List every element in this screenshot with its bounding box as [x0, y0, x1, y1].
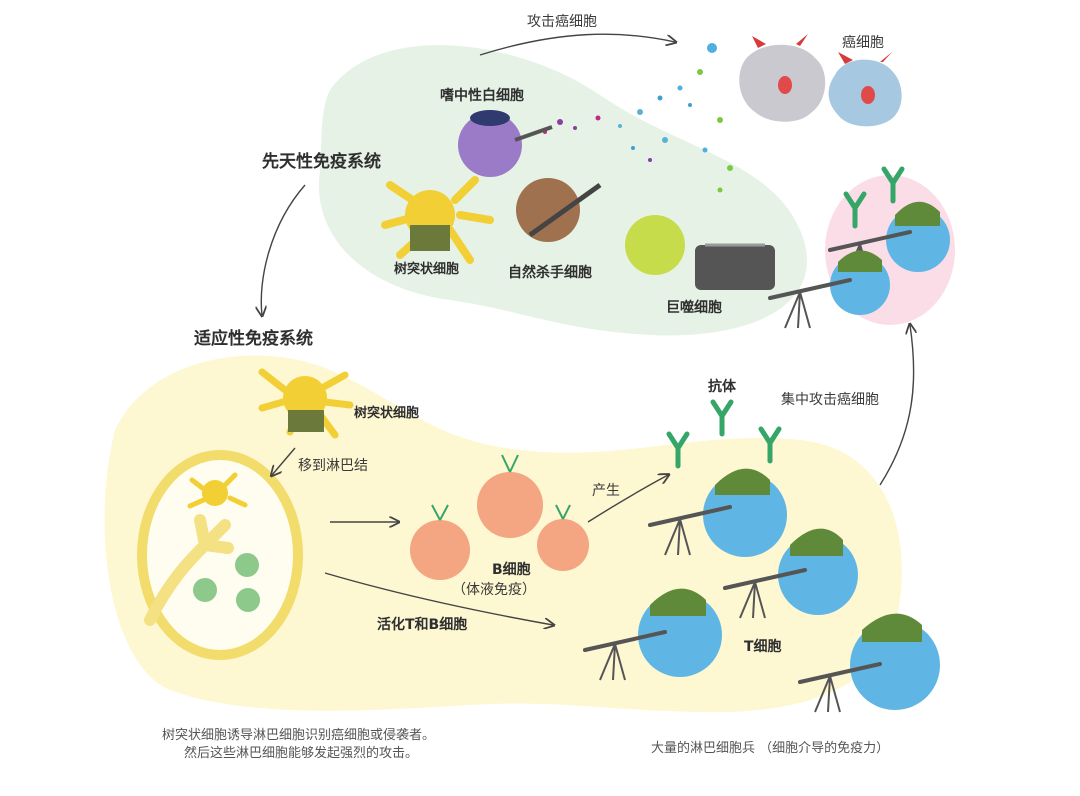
caption-left-line1: 树突状细胞诱导淋巴细胞识别癌细胞或侵袭者。 [162, 727, 435, 743]
label-attack-cancer-cells: 攻击癌细胞 [527, 14, 597, 30]
cancer-cell-right [829, 52, 902, 126]
cancer-cell-left [739, 34, 825, 122]
arrow-innate-to-adaptive [261, 185, 305, 315]
arrow-focus-attack [880, 325, 914, 485]
label-focus-attack: 集中攻击癌细胞 [781, 391, 879, 408]
label-antibody: 抗体 [708, 378, 737, 395]
caption-right: 大量的淋巴细胞兵 （细胞介导的免疫力） [651, 740, 889, 756]
label-dendritic-cell-top: 树突状细胞 [394, 261, 459, 277]
label-move-to-lymph-node: 移到淋巴结 [298, 458, 368, 474]
arrow-attack-cancer [480, 34, 675, 55]
label-nk-cell: 自然杀手细胞 [508, 264, 592, 281]
label-produce: 产生 [592, 483, 620, 499]
label-cancer-cells: 癌细胞 [842, 35, 884, 51]
label-activate-t-b: 活化T和B细胞 [377, 616, 467, 633]
caption-left-line2: 然后这些淋巴细胞能够发起强烈的攻击。 [184, 745, 418, 761]
label-macrophage: 巨噬细胞 [666, 299, 722, 316]
label-t-cell: T细胞 [744, 638, 782, 655]
label-b-cell: B细胞 [492, 561, 531, 578]
label-innate-immunity: 先天性免疫系统 [262, 151, 381, 172]
label-adaptive-immunity: 适应性免疫系统 [194, 328, 313, 349]
label-b-cell-sub: （体液免疫） [452, 582, 536, 598]
label-neutrophil: 嗜中性白细胞 [440, 87, 524, 104]
label-dendritic-cell-mid: 树突状细胞 [354, 405, 419, 421]
